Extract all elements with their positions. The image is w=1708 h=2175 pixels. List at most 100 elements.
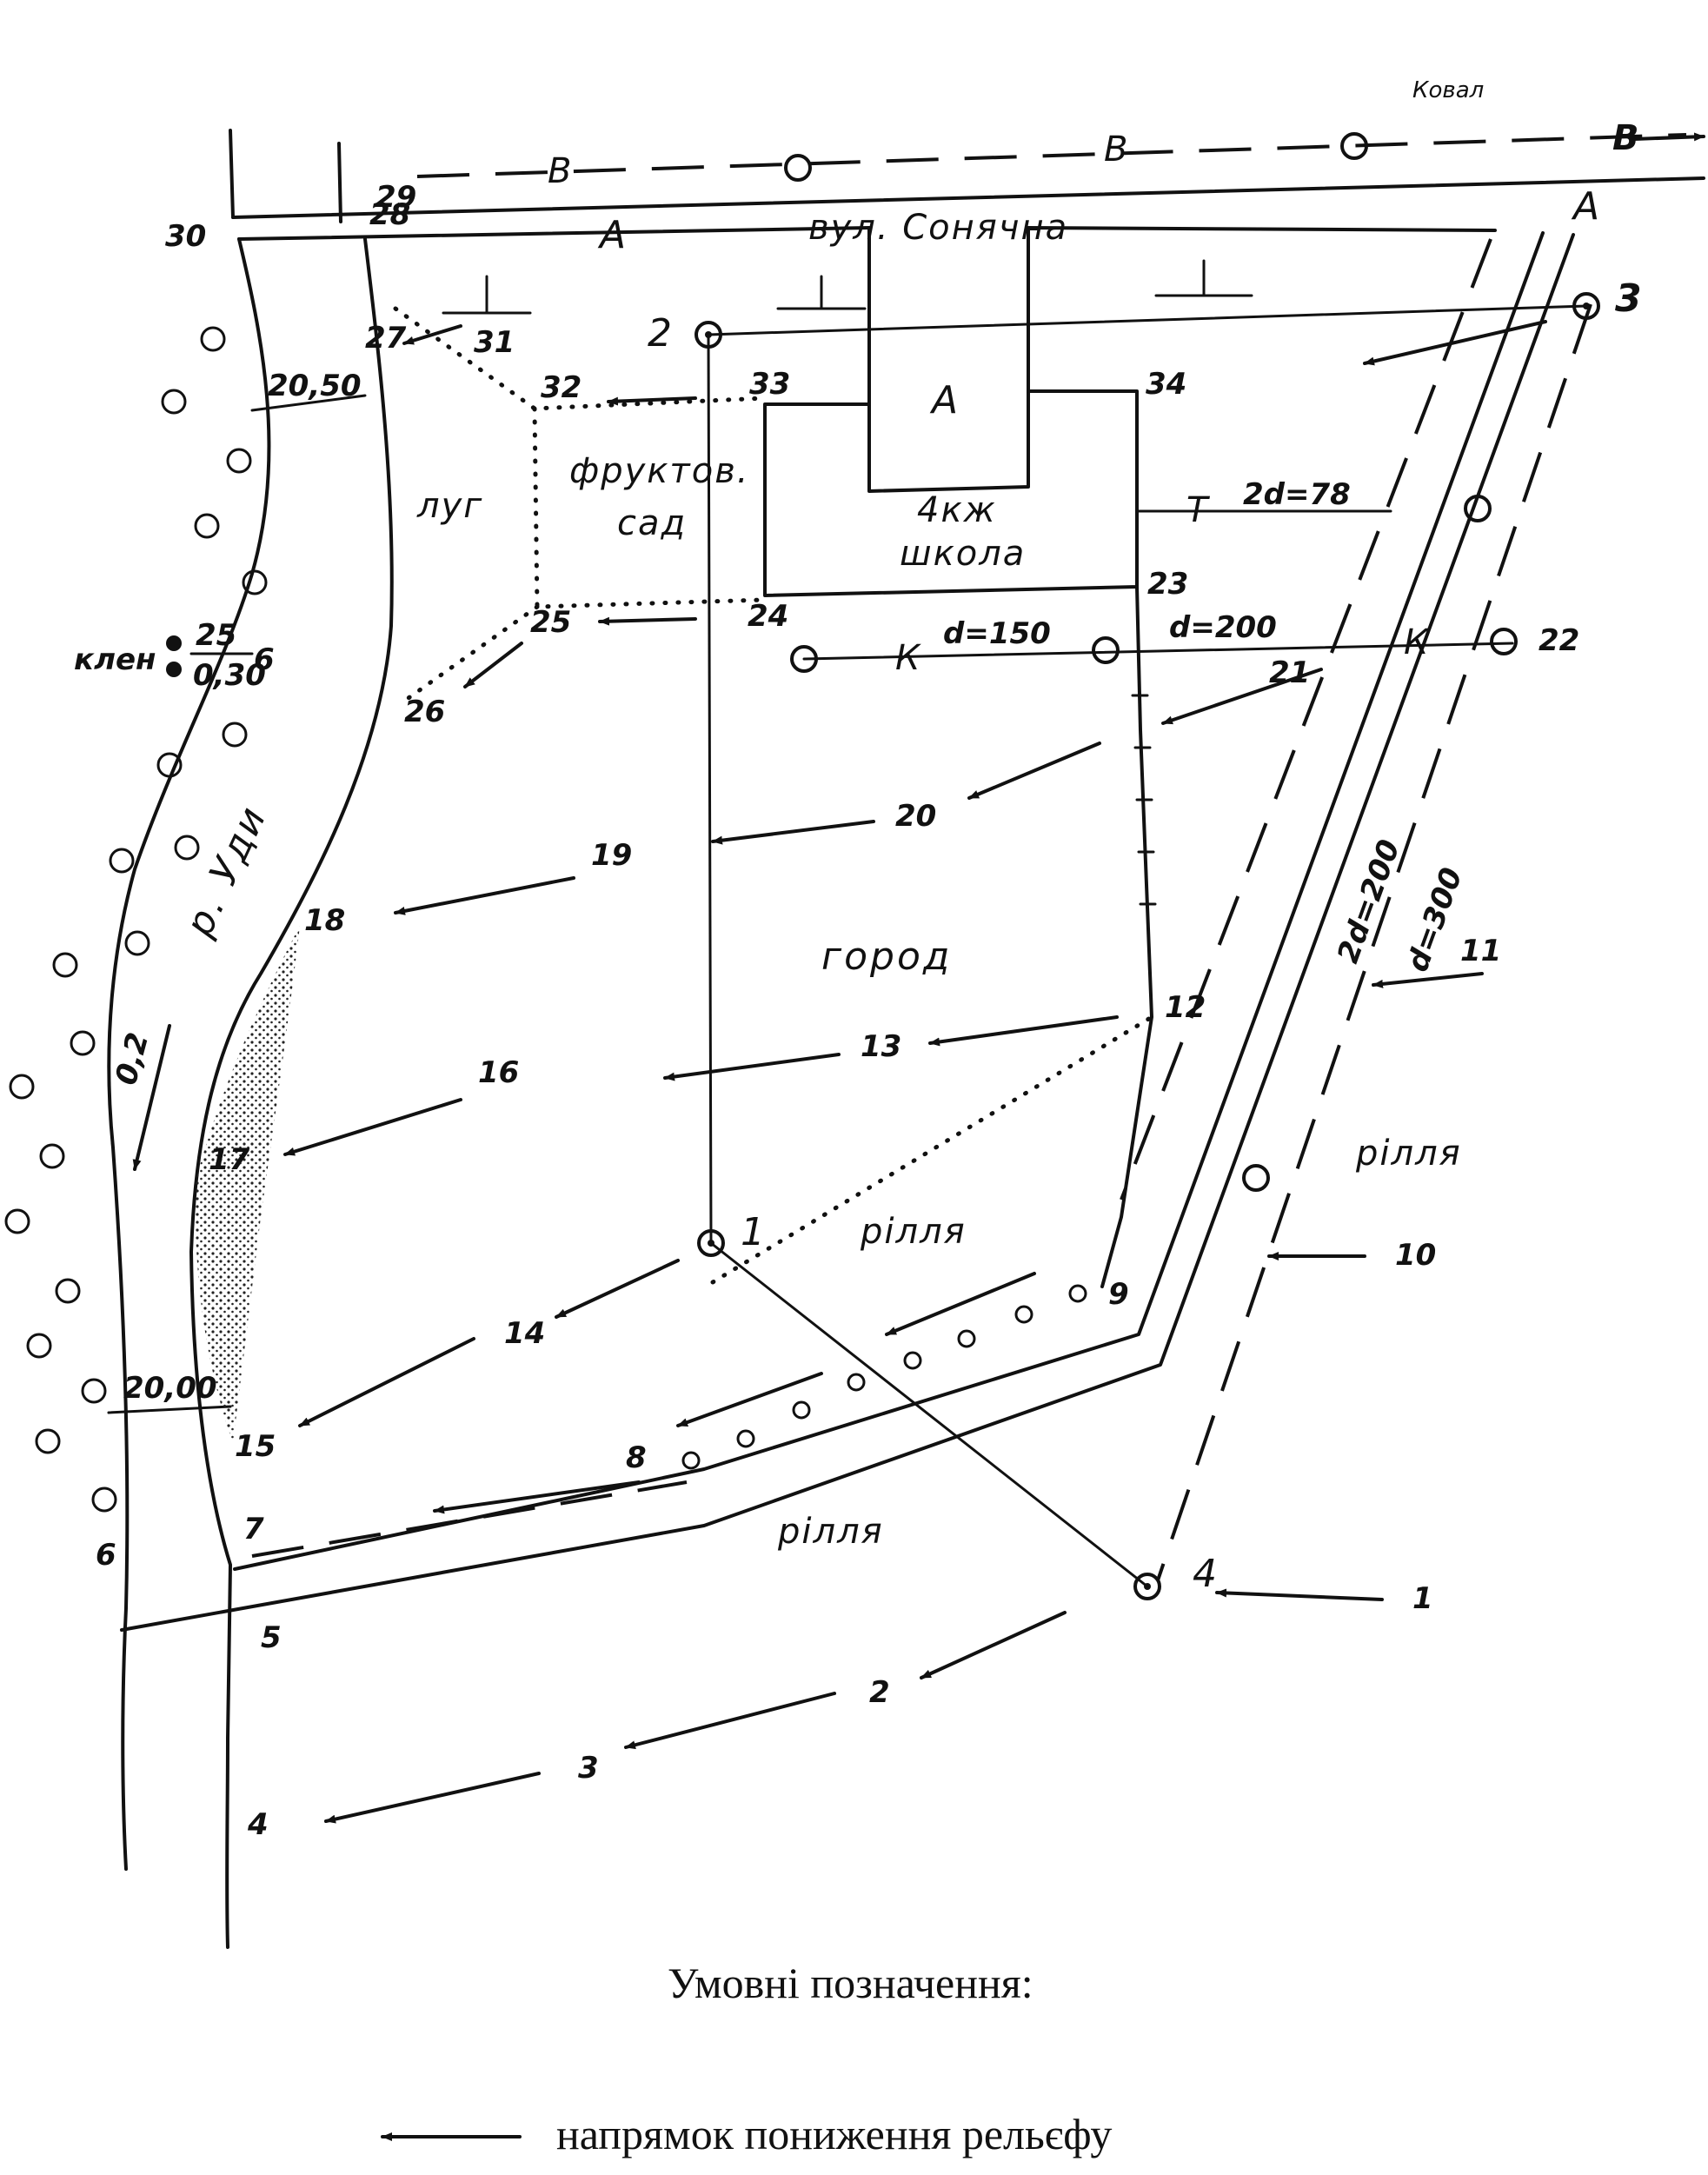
line-b-label: В: [1612, 118, 1641, 158]
slope-arrow: [598, 616, 697, 626]
field-label: рілля: [860, 1212, 967, 1252]
well-icon: [1340, 132, 1368, 160]
relief-arrow: [711, 820, 875, 845]
river: 20,50 20,00 0,2 р. Уди: [107, 129, 394, 1949]
point-label: 31: [474, 325, 515, 360]
sewer-dim: d=150: [943, 616, 1051, 651]
stippled-bank-area: [195, 926, 300, 1443]
tree-icon: [55, 1278, 81, 1304]
point-label: 32: [541, 370, 582, 405]
relief-arrow: [283, 1098, 462, 1156]
sewer-well-icon: [1490, 628, 1518, 655]
well-icon: [1068, 1284, 1087, 1303]
survey-line-1-4: [709, 1241, 1149, 1588]
tree-icon: [9, 1074, 35, 1100]
line-b-label: В: [548, 151, 573, 191]
street: В В В А А вул. Сонячна: [231, 118, 1705, 493]
school-outline: [763, 389, 1139, 597]
slope-arrow: [607, 396, 697, 406]
relief-arrow: [624, 1692, 836, 1750]
relief-arrow: [1215, 1588, 1384, 1601]
point-label: 27: [365, 321, 407, 356]
well-icon: [1242, 1164, 1270, 1192]
point-labels: 1 2 3 4 5 6 7 8 9 10 11 12 13 14 15 16 1…: [96, 180, 1579, 1842]
tree-icon: [242, 569, 268, 595]
relief-arrow: [1161, 668, 1323, 725]
station-icon: [1133, 1573, 1161, 1600]
tree-species: клен: [74, 642, 156, 677]
relief-arrow: [555, 1259, 680, 1319]
point-label: 34: [1146, 367, 1186, 402]
orchard-dotted-boundary: [397, 604, 540, 707]
station-icon: [1144, 1583, 1151, 1590]
tree-icon: [156, 752, 183, 778]
point-label: 26: [404, 695, 445, 729]
point-label: 24: [748, 599, 788, 634]
tree-icon: [161, 389, 187, 415]
school-name: школа: [900, 534, 1026, 574]
point-label: 2: [869, 1675, 890, 1710]
river-width-bottom: 20,00: [123, 1371, 217, 1406]
relief-arrow: [676, 1372, 823, 1427]
relief-arrow: [1363, 320, 1547, 366]
station-label: 4: [1193, 1552, 1220, 1596]
tree-icon: [4, 1208, 30, 1234]
point-label: 4: [247, 1807, 269, 1842]
point-label: 29: [375, 180, 416, 215]
river-flow-arrow: [132, 1024, 171, 1171]
heat-main-dim: 2d=78: [1243, 477, 1351, 512]
point-label: 22: [1539, 623, 1579, 658]
tree-icon: [222, 722, 248, 748]
station-icon: [705, 331, 712, 338]
tree-icon: [39, 1143, 65, 1169]
relief-arrow: [1372, 972, 1484, 988]
stamp-text: Ковал: [1412, 77, 1484, 103]
point-label: 16: [478, 1055, 519, 1090]
survey-ticks: [1131, 694, 1157, 906]
point-label: 14: [504, 1316, 545, 1351]
river-flow: 0,2: [109, 1029, 156, 1089]
heat-main-dashed: [1156, 303, 1592, 1581]
orchard-label: фруктов.: [569, 451, 749, 491]
meadow-label: луг: [416, 486, 483, 526]
field-label: рілля: [777, 1512, 884, 1552]
garden-label: город: [821, 935, 952, 979]
street-north-edge: [231, 176, 1705, 219]
survey-line-2-3: [707, 304, 1588, 336]
slope-arrow: [402, 324, 462, 345]
field-label: рілля: [1355, 1134, 1462, 1174]
legend-title: Умовні позначення:: [668, 1959, 1033, 2007]
well-icon: [736, 1429, 755, 1448]
point-label: 10: [1395, 1238, 1436, 1273]
legend: Умовні позначення: напрямок пониження ре…: [381, 1959, 1112, 2158]
point-label: 13: [861, 1029, 901, 1064]
relief-arrow: [885, 1272, 1036, 1336]
river-width-line: [250, 394, 367, 412]
relief-arrow: [663, 1053, 841, 1081]
station-label: 3: [1615, 276, 1645, 321]
sewer-label: К: [895, 638, 921, 678]
street-south-edge-left: [237, 226, 871, 241]
sewer-well-icon: [1092, 636, 1120, 664]
point-label: 30: [165, 219, 206, 254]
tree-icon: [35, 1428, 61, 1454]
orchard-boundaries: [393, 306, 1154, 1285]
station-icon: [694, 321, 722, 349]
point-label: 17: [209, 1142, 250, 1177]
point-label: 3: [578, 1751, 599, 1786]
well-row: [681, 1284, 1087, 1470]
tree-numerator: 25: [196, 618, 236, 653]
sewer-well-icon: [790, 645, 818, 673]
sewer-diag-dim: d=300: [1400, 863, 1470, 976]
tree-icon: [109, 848, 135, 874]
well-icon: [1464, 495, 1492, 522]
station-icon: [697, 1229, 725, 1257]
point-label: 28: [369, 197, 410, 232]
school-type: 4кж: [917, 490, 997, 530]
relief-arrow: [920, 1611, 1067, 1679]
tree-denominator: 0,30: [193, 658, 266, 693]
school-block-outline: [867, 226, 1497, 493]
tree-icon: [70, 1030, 96, 1056]
point-label: 15: [235, 1429, 276, 1464]
